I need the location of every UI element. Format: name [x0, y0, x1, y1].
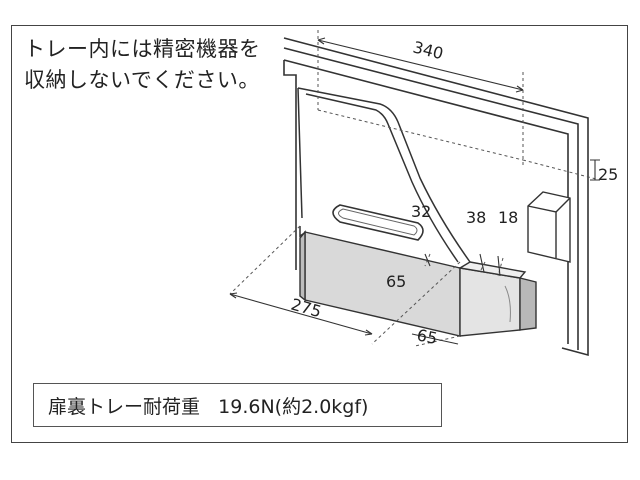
dim-18: 18	[498, 208, 518, 227]
load-capacity-value: 19.6N(約2.0kgf)	[218, 395, 369, 418]
dim-65-outer: 65	[415, 325, 439, 348]
dim-340: 340	[411, 37, 445, 63]
load-capacity-box: 扉裏トレー耐荷重 19.6N(約2.0kgf)	[33, 383, 442, 427]
grip-slot	[332, 204, 424, 241]
caution-note: トレー内には精密機器を 収納しないでください。	[24, 34, 261, 96]
control-box	[527, 191, 571, 263]
door-trays	[299, 230, 537, 337]
door-frame	[283, 37, 589, 357]
grip-slot-inner	[338, 208, 418, 236]
dim-38: 38	[466, 208, 486, 227]
dim-32: 32	[411, 202, 431, 221]
dim-25: 25	[598, 165, 618, 184]
load-capacity-label: 扉裏トレー耐荷重	[48, 395, 201, 418]
caution-note-line-1: トレー内には精密機器を	[24, 37, 261, 61]
dim-65-inner: 65	[386, 272, 406, 291]
caution-note-line-2: 収納しないでください。	[24, 68, 260, 92]
dimension-lines	[229, 37, 600, 345]
door-panel	[297, 87, 471, 263]
